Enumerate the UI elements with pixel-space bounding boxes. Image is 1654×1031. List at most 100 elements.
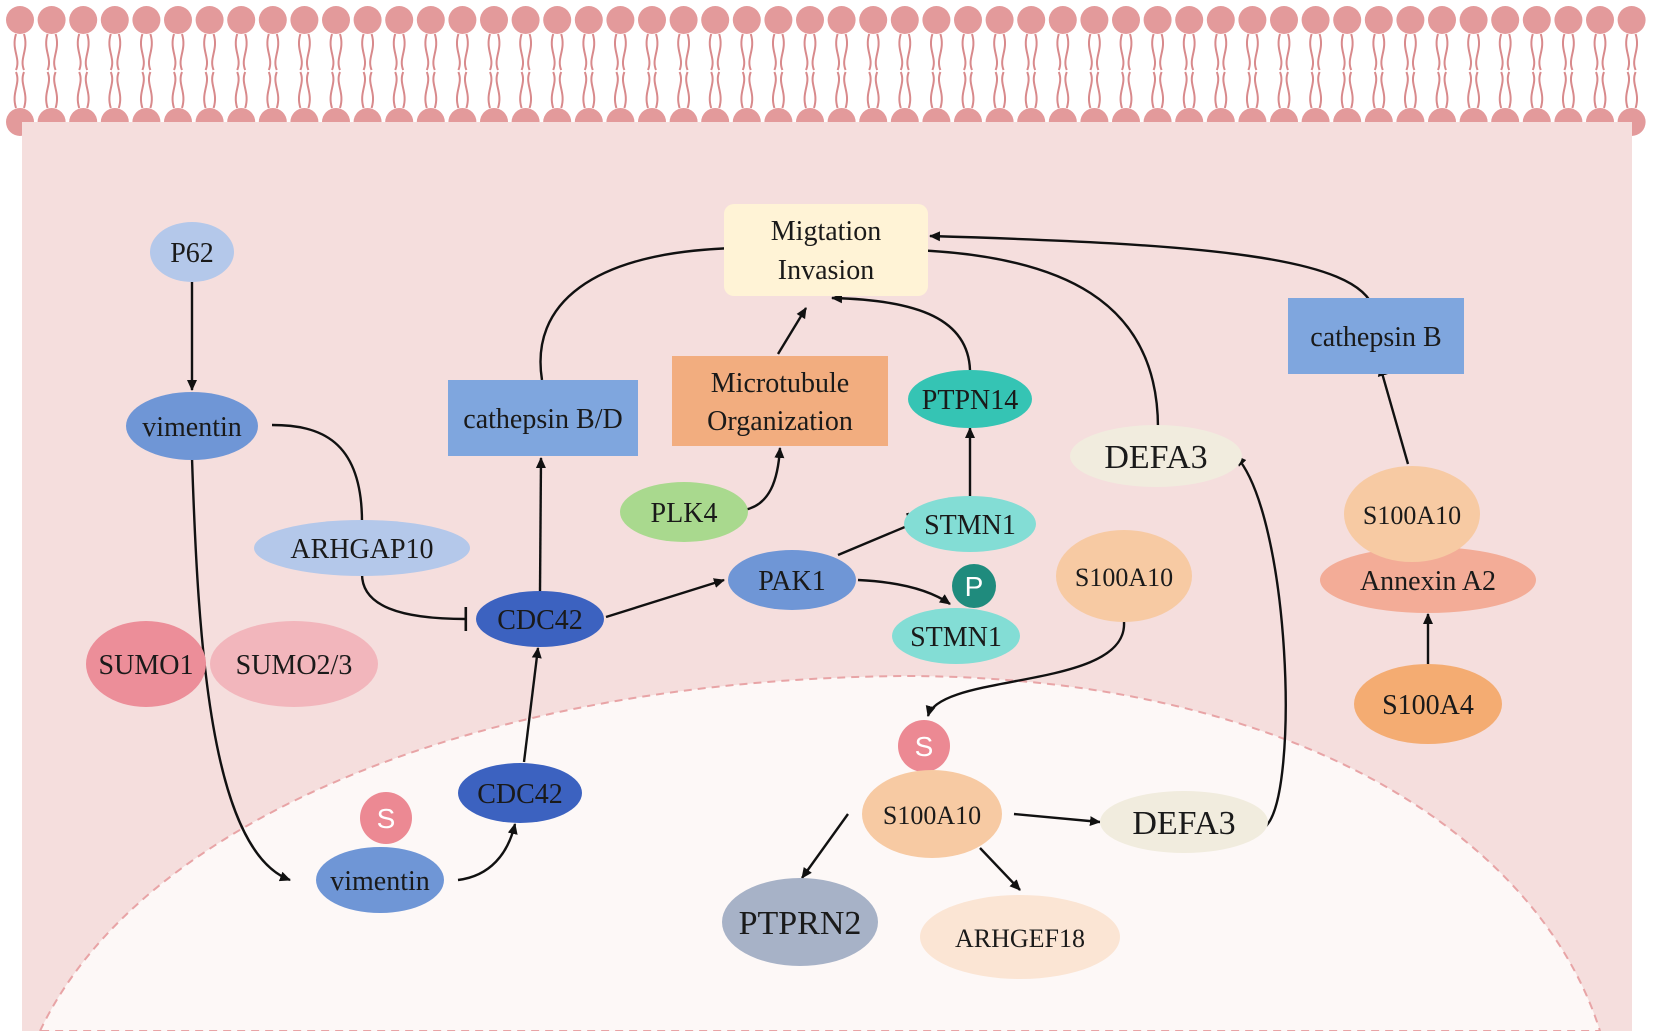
membrane-tail bbox=[242, 33, 248, 71]
membrane-tail bbox=[748, 33, 754, 71]
membrane-tail bbox=[898, 71, 904, 109]
membrane-tail bbox=[1561, 71, 1567, 109]
vimentin-cyto-label: vimentin bbox=[142, 412, 242, 443]
membrane-tail bbox=[1569, 71, 1575, 109]
membrane-tail bbox=[1625, 33, 1631, 71]
edge-microtubule-outcome bbox=[776, 307, 808, 355]
membrane-tail bbox=[685, 71, 691, 109]
edge-pak1-stmn1-phospho bbox=[857, 578, 951, 605]
sumo23-shape bbox=[210, 621, 378, 707]
membrane-head bbox=[606, 6, 635, 34]
membrane-head bbox=[701, 6, 730, 34]
membrane-tail bbox=[969, 33, 975, 71]
membrane-tail bbox=[1151, 71, 1157, 109]
sumo-badge-s100a10-circle bbox=[898, 720, 950, 772]
membrane-tail bbox=[179, 33, 185, 71]
membrane-tail bbox=[716, 33, 722, 71]
membrane-tail bbox=[1340, 71, 1346, 109]
membrane-tail bbox=[929, 71, 935, 109]
membrane-tail bbox=[1380, 33, 1386, 71]
membrane-head bbox=[764, 6, 793, 34]
membrane-tail bbox=[1064, 33, 1070, 71]
membrane-head bbox=[1112, 6, 1140, 34]
defa3-nuc-node: DEFA3 bbox=[1100, 791, 1268, 853]
membrane-tail bbox=[1633, 71, 1639, 109]
membrane-tail bbox=[1538, 71, 1544, 109]
membrane-head bbox=[353, 6, 382, 34]
p62-node: P62 bbox=[150, 222, 234, 282]
membrane-tail bbox=[1348, 71, 1354, 109]
membrane-tail bbox=[1159, 33, 1165, 71]
membrane-tail bbox=[866, 33, 872, 71]
membrane-tail bbox=[305, 33, 311, 71]
membrane-tail bbox=[1309, 71, 1315, 109]
plk4-node: PLK4 bbox=[620, 482, 748, 542]
membrane-tail bbox=[337, 71, 343, 109]
edge-s100a10-right-cathepsin-b bbox=[1377, 365, 1410, 465]
membrane-tail bbox=[171, 33, 177, 71]
membrane-tail bbox=[1530, 33, 1536, 71]
membrane-tail bbox=[558, 71, 564, 109]
edges bbox=[187, 231, 1433, 891]
membrane-tail bbox=[1467, 71, 1473, 109]
arhgef18-shape bbox=[920, 895, 1120, 979]
arhgef18-label: ARHGEF18 bbox=[955, 924, 1085, 953]
edge-cdc42-cathepsin-bd bbox=[535, 457, 546, 593]
membrane-tail bbox=[297, 33, 303, 71]
membrane-tail bbox=[1506, 71, 1512, 109]
membrane-tail bbox=[906, 33, 912, 71]
annexin-a2-node: Annexin A2 bbox=[1320, 547, 1536, 613]
membrane-tail bbox=[1127, 33, 1133, 71]
membrane-tail bbox=[1001, 71, 1007, 109]
membrane-tail bbox=[21, 33, 27, 71]
plk4-label: PLK4 bbox=[651, 498, 718, 529]
membrane-head bbox=[1270, 6, 1298, 34]
membrane-tail bbox=[811, 33, 817, 71]
arhgap10-label: ARHGAP10 bbox=[290, 534, 433, 565]
membrane-tail bbox=[211, 33, 217, 71]
membrane-tail bbox=[1475, 71, 1481, 109]
edge-vimentin-nuc-cdc42-nuc bbox=[457, 823, 518, 882]
phospho-badge-label: P bbox=[965, 571, 984, 602]
membrane-tail bbox=[519, 33, 525, 71]
membrane-tail bbox=[645, 71, 651, 109]
membrane-tail bbox=[1087, 71, 1093, 109]
membrane-tail bbox=[455, 33, 461, 71]
membrane-tail bbox=[392, 33, 398, 71]
cathepsin-bd-node: cathepsin B/D bbox=[448, 380, 638, 456]
membrane-tail bbox=[84, 71, 90, 109]
membrane-tail bbox=[1593, 71, 1599, 109]
edge-s100a10-mid-to-nuclear bbox=[925, 621, 1126, 717]
pak1-node: PAK1 bbox=[728, 550, 856, 610]
microtubule-line2: Organization bbox=[707, 406, 853, 437]
membrane-tail bbox=[590, 71, 596, 109]
stmn1-bottom-node: STMN1 bbox=[892, 608, 1020, 664]
membrane-tail bbox=[1538, 33, 1544, 71]
membrane-tail bbox=[147, 33, 153, 71]
membrane-tail bbox=[1372, 33, 1378, 71]
edge-defa3-cyto-outcome bbox=[913, 245, 1160, 429]
membrane-tail bbox=[1277, 33, 1283, 71]
cathepsin-b-label: cathepsin B bbox=[1310, 322, 1441, 353]
membrane-tail bbox=[369, 33, 375, 71]
membrane-tail bbox=[392, 71, 398, 109]
membrane-tail bbox=[1561, 33, 1567, 71]
membrane-head bbox=[1428, 6, 1456, 34]
defa3-cyto-label: DEFA3 bbox=[1104, 439, 1207, 476]
membrane-tail bbox=[748, 71, 754, 109]
membrane-tail bbox=[708, 71, 714, 109]
membrane-tail bbox=[1032, 33, 1038, 71]
membrane-tail bbox=[613, 71, 619, 109]
membrane-head bbox=[732, 6, 761, 34]
membrane-tail bbox=[1475, 33, 1481, 71]
membrane-tail bbox=[139, 71, 145, 109]
membrane-tail bbox=[1127, 71, 1133, 109]
outcome-node: Migtation Invasion bbox=[724, 204, 928, 296]
membrane-head bbox=[416, 6, 445, 34]
sumo-badge-vimentin: S bbox=[360, 792, 412, 844]
membrane-head bbox=[1301, 6, 1330, 34]
membrane-tail bbox=[835, 33, 841, 71]
ptprn2-label: PTPRN2 bbox=[739, 905, 862, 942]
sumo-badge-vimentin-circle bbox=[360, 792, 412, 844]
membrane-tail bbox=[1569, 33, 1575, 71]
